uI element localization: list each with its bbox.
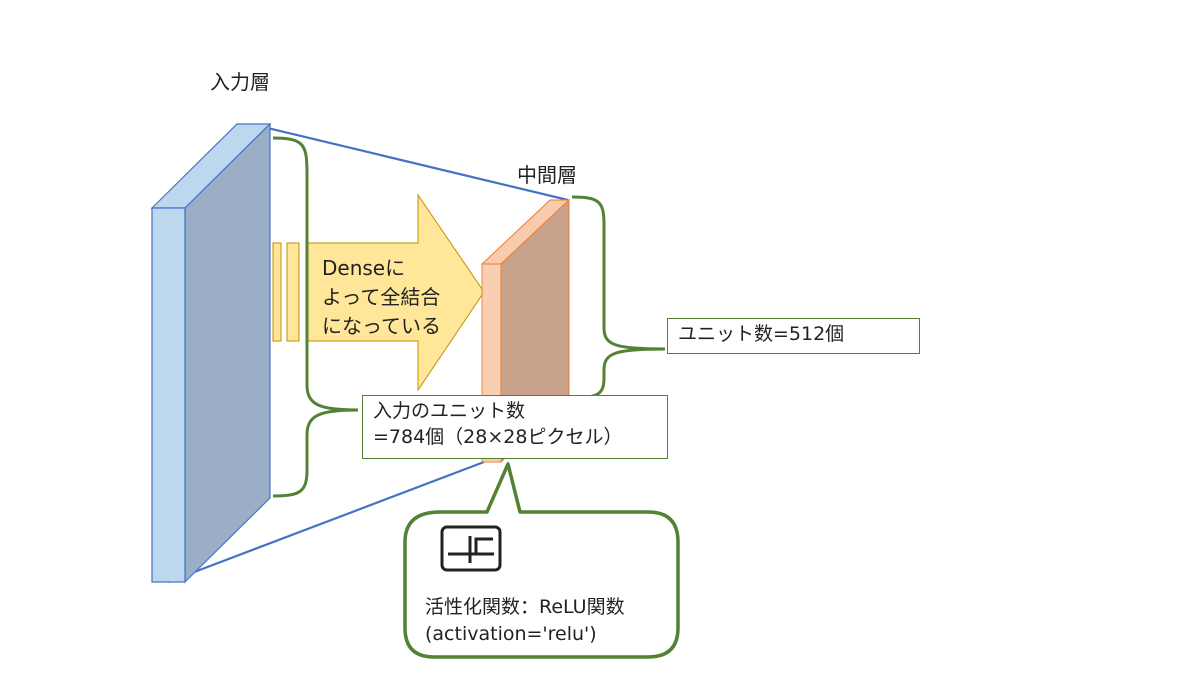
connector-line-bottom (167, 460, 485, 584)
dense-arrow (272, 193, 485, 392)
input-units-brace (272, 136, 359, 498)
arrow-text-line-3: になっている (322, 314, 441, 338)
hidden-layer-label: 中間層 (517, 163, 577, 187)
connector-line-top (254, 123, 569, 202)
input-layer-front-face (151, 207, 186, 583)
relu-graph-icon (440, 525, 502, 572)
input-units-box: 入力のユニット数 =784個（28×28ピクセル） (362, 395, 668, 459)
activation-code-label: (activation='relu') (425, 623, 597, 645)
hidden-units-brace (571, 195, 666, 400)
input-layer-slab (150, 122, 272, 584)
input-layer-label: 入力層 (210, 70, 270, 94)
arrow-stripe-1 (272, 242, 282, 342)
arrow-text-line-1: Denseに (322, 256, 406, 280)
arrow-stripe-2 (286, 242, 300, 342)
input-units-text-line-2: =784個（28×28ピクセル） (373, 426, 623, 448)
hidden-units-text: ユニット数=512個 (678, 323, 845, 345)
input-units-text-line-1: 入力のユニット数 (373, 400, 526, 422)
activation-callout-bubble (403, 462, 680, 659)
hidden-units-box: ユニット数=512個 (667, 318, 920, 354)
activation-function-label: 活性化関数：ReLU関数 (425, 596, 625, 618)
arrow-text-line-2: よって全結合 (322, 285, 441, 309)
arrow-body (305, 193, 485, 392)
